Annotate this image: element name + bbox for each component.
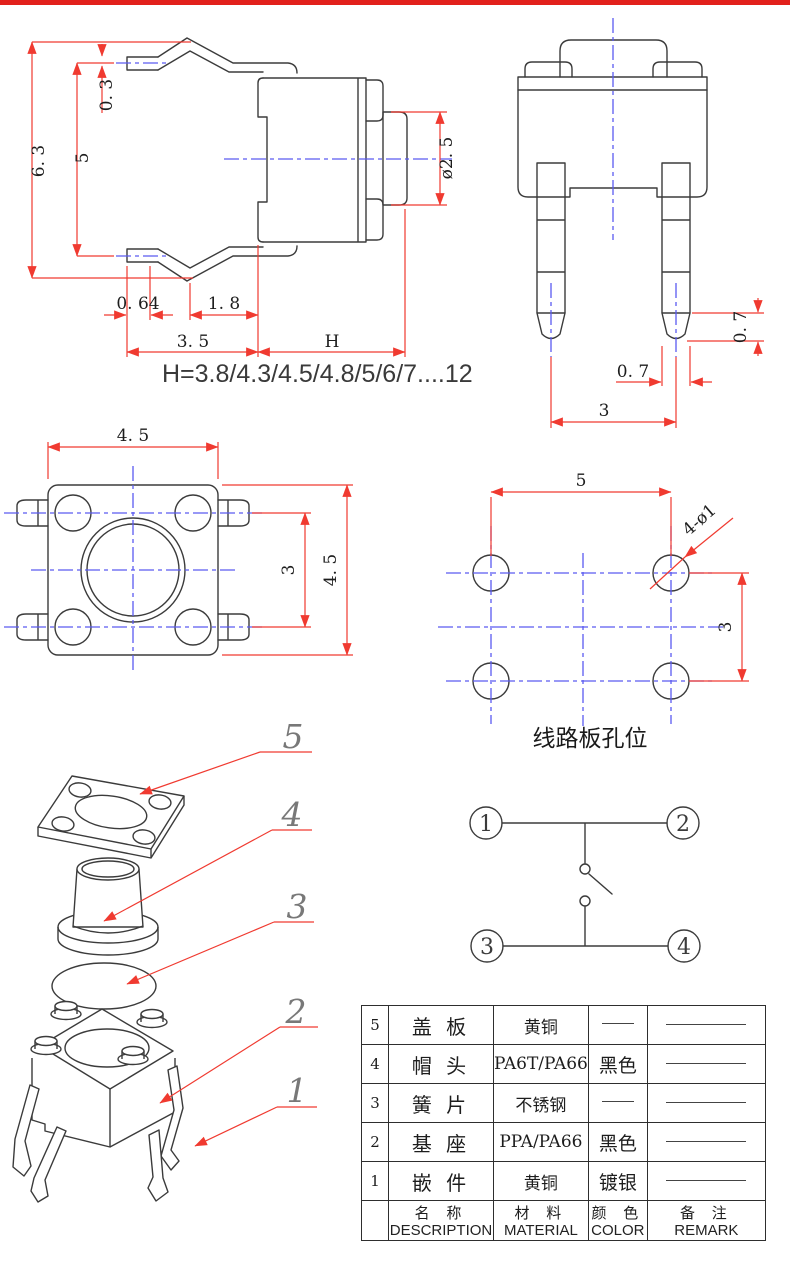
exploded-label-3: 3 bbox=[287, 887, 308, 926]
part-number: 4 bbox=[361, 1044, 389, 1084]
part-material: 不锈钢 bbox=[493, 1083, 589, 1123]
part-number: 1 bbox=[361, 1161, 389, 1201]
dim-bend-length: 1. 8 bbox=[208, 294, 240, 314]
terminal-1: 1 bbox=[479, 812, 493, 837]
dim-tip-length: 0. 7 bbox=[731, 311, 751, 343]
part-color: 黑色 bbox=[587, 1044, 648, 1084]
pcb-view-caption: 线路板孔位 bbox=[533, 726, 648, 752]
part-material: 黄铜 bbox=[493, 1161, 589, 1201]
dim-foot-length: 0. 64 bbox=[116, 294, 159, 314]
table-row-part-1: 1 嵌 件 黄铜 镀银 — bbox=[361, 1161, 766, 1201]
part-name: 嵌 件 bbox=[388, 1161, 494, 1201]
circuit-schematic: 1 2 3 4 bbox=[469, 806, 701, 963]
dim-top-height: 4. 5 bbox=[321, 554, 341, 586]
dim-height-letter: H bbox=[325, 332, 340, 352]
pcb-dimension-lines bbox=[490, 487, 749, 682]
exploded-label-4: 4 bbox=[281, 795, 303, 834]
dim-overall-height: 6. 3 bbox=[29, 145, 49, 177]
table-row-part-5: 5 盖 板 黄铜 — — bbox=[361, 1005, 766, 1045]
part-base bbox=[30, 1000, 176, 1148]
side-view-dimension-lines bbox=[27, 41, 447, 357]
dim-body-height: 5 bbox=[73, 153, 93, 164]
side-view-centerlines bbox=[116, 62, 452, 257]
exploded-label-5: 5 bbox=[283, 717, 304, 756]
top-view-dimension-lines bbox=[47, 442, 353, 656]
exploded-view: 5 4 3 2 1 bbox=[12, 717, 318, 1203]
side-view: 6. 3 5 0. 3 ø2. 5 0. 64 1. 8 3. 5 H H=3.… bbox=[27, 37, 473, 388]
exploded-leader-lines bbox=[103, 751, 318, 1147]
dim-pin-width: 0. 7 bbox=[617, 362, 649, 382]
table-row-part-2: 2 基 座 PPA/PA66 黑色 — bbox=[361, 1122, 766, 1162]
terminal-3: 3 bbox=[480, 935, 494, 960]
pcb-hole-view: 5 3 4-ø1 线路板孔位 bbox=[438, 471, 749, 752]
dim-hole-pitch-y: 3 bbox=[716, 622, 736, 633]
part-name: 基 座 bbox=[388, 1122, 494, 1162]
header-material: 材 料 MATERIAL bbox=[493, 1200, 589, 1241]
parts-table: 5 盖 板 黄铜 — — 4 帽 头 PA6T/PA66 黑色 — 3 簧 片 … bbox=[361, 1005, 766, 1241]
part-number: 2 bbox=[361, 1122, 389, 1162]
top-red-bar bbox=[0, 0, 790, 5]
exploded-label-1: 1 bbox=[287, 1071, 308, 1110]
table-row-part-4: 4 帽 头 PA6T/PA66 黑色 — bbox=[361, 1044, 766, 1084]
terminal-2: 2 bbox=[676, 812, 690, 837]
part-spring-disc bbox=[51, 962, 157, 1010]
table-header-row: 名 称 DESCRIPTION 材 料 MATERIAL 颜 色 COLOR 备… bbox=[361, 1200, 766, 1241]
dim-body-depth: 3. 5 bbox=[177, 332, 209, 352]
dim-tab-pitch: 3 bbox=[279, 565, 299, 576]
header-description: 名 称 DESCRIPTION bbox=[388, 1200, 494, 1241]
dim-top-width: 4. 5 bbox=[117, 426, 149, 446]
part-material: PPA/PA66 bbox=[493, 1122, 589, 1162]
part-material: PA6T/PA66 bbox=[493, 1044, 589, 1084]
dim-hole-callout: 4-ø1 bbox=[679, 500, 721, 540]
height-variants-note: H=3.8/4.3/4.5/4.8/5/6/7....12 bbox=[162, 360, 473, 388]
part-number: 3 bbox=[361, 1083, 389, 1123]
part-remark: — bbox=[646, 1161, 766, 1201]
header-empty bbox=[361, 1200, 389, 1241]
header-remark: 备 注 REMARK bbox=[646, 1200, 766, 1241]
part-name: 帽 头 bbox=[388, 1044, 494, 1084]
header-color: 颜 色 COLOR bbox=[587, 1200, 648, 1241]
part-color: 黑色 bbox=[587, 1122, 648, 1162]
part-remark: — bbox=[646, 1005, 766, 1045]
front-view: 0. 7 0. 7 3 bbox=[517, 18, 764, 428]
part-name: 盖 板 bbox=[388, 1005, 494, 1045]
part-remark: — bbox=[646, 1044, 766, 1084]
part-cover-plate bbox=[37, 775, 185, 859]
part-remark: — bbox=[646, 1083, 766, 1123]
terminal-4: 4 bbox=[677, 935, 691, 960]
part-color: 镀银 bbox=[587, 1161, 648, 1201]
dim-hole-pitch-x: 5 bbox=[576, 471, 587, 491]
part-color: — bbox=[587, 1005, 648, 1045]
schematic-lines bbox=[469, 806, 701, 963]
part-color: — bbox=[587, 1083, 648, 1123]
pcb-centerlines bbox=[438, 526, 724, 726]
part-remark: — bbox=[646, 1122, 766, 1162]
table-row-part-3: 3 簧 片 不锈钢 — — bbox=[361, 1083, 766, 1123]
part-name: 簧 片 bbox=[388, 1083, 494, 1123]
part-pin-legs bbox=[12, 1065, 184, 1203]
part-material: 黄铜 bbox=[493, 1005, 589, 1045]
exploded-label-2: 2 bbox=[285, 992, 307, 1031]
dim-pin-pitch: 3 bbox=[599, 401, 610, 421]
dim-stem-diameter: ø2. 5 bbox=[437, 137, 457, 180]
front-view-centerlines bbox=[550, 18, 677, 357]
top-view-centerlines bbox=[4, 466, 264, 674]
part-number: 5 bbox=[361, 1005, 389, 1045]
front-view-dimension-lines bbox=[550, 298, 764, 428]
part-cap bbox=[57, 857, 159, 956]
top-view: 4. 5 3 4. 5 bbox=[4, 426, 353, 674]
dim-lead-offset: 0. 3 bbox=[97, 79, 117, 111]
